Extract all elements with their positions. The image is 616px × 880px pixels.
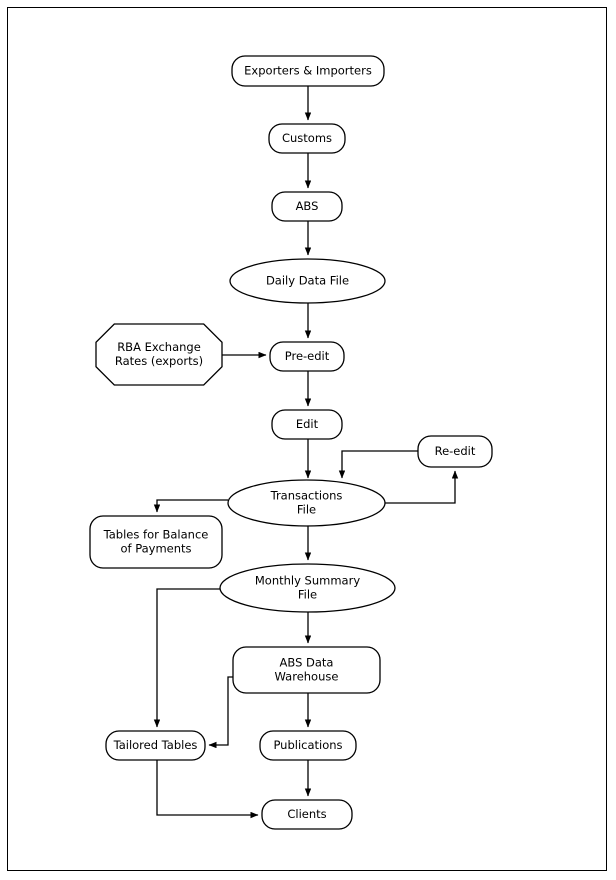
node-pre-edit[interactable]: Pre-edit (269, 341, 345, 372)
node-abs[interactable]: ABS (271, 191, 343, 222)
node-clients[interactable]: Clients (261, 799, 353, 830)
node-publications[interactable]: Publications (259, 730, 357, 761)
node-label-tables-for-balance-of-payments: of Payments (120, 542, 191, 556)
node-exporters-importers[interactable]: Exporters & Importers (231, 55, 385, 87)
edge-tailored-tables-to-clients (156, 760, 259, 819)
node-label-monthly-summary-file: File (298, 588, 317, 602)
node-shape-ellipse (229, 258, 386, 304)
node-shape-rounded-rect (259, 730, 357, 761)
node-shape-rounded-rect (271, 191, 343, 222)
node-label-tailored-tables: Tailored Tables (113, 738, 198, 752)
node-label-transactions-file: Transactions (270, 489, 343, 503)
node-shape-rounded-rect (268, 123, 346, 154)
edge-monthly-summary-to-tailored-tables (153, 588, 222, 728)
node-label-customs: Customs (282, 131, 332, 145)
node-label-rba-exchange-rates: RBA Exchange (117, 340, 201, 354)
node-customs[interactable]: Customs (268, 123, 346, 154)
node-shape-ellipse (219, 563, 396, 613)
edge-transactions-file-to-re-edit (385, 470, 459, 504)
node-shape-rounded-rect (89, 515, 223, 569)
node-shape-rounded-rect (105, 730, 206, 761)
node-shape-rounded-rect (269, 341, 345, 372)
node-shape-rounded-rect (231, 55, 385, 87)
edges-layer (153, 86, 459, 819)
node-shape-octagon (95, 323, 223, 386)
edge-abs-data-warehouse-to-tailored-tables (208, 676, 233, 749)
node-label-abs: ABS (296, 199, 319, 213)
node-label-edit: Edit (296, 417, 319, 431)
node-shape-rounded-rect (271, 409, 343, 440)
node-daily-data-file[interactable]: Daily Data File (229, 258, 386, 304)
node-label-tables-for-balance-of-payments: Tables for Balance (103, 528, 209, 542)
edge-transactions-file-to-tables-bop (153, 499, 228, 513)
node-label-exporters-importers: Exporters & Importers (244, 64, 372, 78)
node-edit[interactable]: Edit (271, 409, 343, 440)
node-label-rba-exchange-rates: Rates (exports) (115, 354, 203, 368)
node-shape-rounded-rect (417, 435, 493, 468)
node-label-re-edit: Re-edit (435, 444, 476, 458)
node-shape-rounded-rect (232, 646, 381, 694)
node-label-abs-data-warehouse: Warehouse (275, 670, 339, 684)
node-tailored-tables[interactable]: Tailored Tables (105, 730, 206, 761)
node-label-pre-edit: Pre-edit (285, 349, 330, 363)
node-label-monthly-summary-file: Monthly Summary (255, 574, 360, 588)
node-shape-ellipse (227, 479, 386, 527)
node-label-abs-data-warehouse: ABS Data (280, 656, 334, 670)
edge-re-edit-to-transactions-file (338, 450, 418, 479)
node-shape-rounded-rect (261, 799, 353, 830)
node-label-clients: Clients (287, 807, 326, 821)
node-re-edit[interactable]: Re-edit (417, 435, 493, 468)
node-label-transactions-file: File (297, 503, 316, 517)
diagram-border-frame (7, 7, 607, 871)
node-label-daily-data-file: Daily Data File (266, 274, 349, 288)
node-label-publications: Publications (273, 738, 342, 752)
